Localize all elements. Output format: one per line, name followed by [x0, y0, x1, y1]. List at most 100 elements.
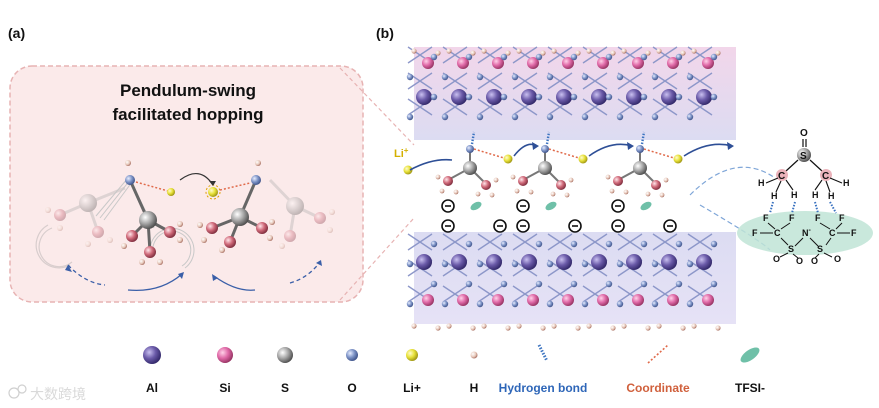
o-atom	[616, 260, 624, 268]
inset-h-3: H	[791, 190, 798, 200]
h-atom	[568, 177, 574, 183]
legend-label-hydrogen-bond: Hydrogen bond	[499, 381, 588, 395]
al-atom	[696, 89, 712, 105]
hop-arrow	[409, 158, 453, 171]
o-atom	[710, 280, 718, 288]
si-atom	[492, 294, 504, 306]
h-atom	[439, 188, 445, 194]
o-atom	[581, 300, 589, 308]
h-atom	[645, 191, 651, 197]
h-atom	[475, 191, 481, 197]
o-atom	[546, 73, 554, 81]
lattice-bond	[687, 98, 713, 116]
al-atom	[696, 254, 712, 270]
h-atom	[470, 325, 476, 331]
c-atom	[613, 176, 623, 186]
h-atom	[446, 323, 452, 329]
tfsi-zoom-curve	[689, 166, 776, 196]
o-atom	[686, 300, 694, 308]
o-atom	[710, 93, 718, 101]
o-atom	[406, 260, 414, 268]
o-atom	[686, 73, 694, 81]
o-atom	[570, 93, 578, 101]
lattice-bond	[477, 233, 503, 251]
inset-o-3: O	[811, 256, 818, 266]
o-atom	[535, 240, 543, 248]
inset-o-4: O	[834, 254, 841, 264]
o-atom	[616, 113, 624, 121]
o-atom	[686, 260, 694, 268]
o-atom	[640, 280, 648, 288]
h-atom	[505, 325, 511, 331]
o-atom	[546, 260, 554, 268]
h-atom	[551, 323, 557, 329]
h-atom	[564, 192, 570, 198]
si-atom	[492, 57, 504, 69]
al-atom	[591, 254, 607, 270]
hydrogen-bond	[545, 131, 551, 145]
si-atom	[527, 294, 539, 306]
o-atom	[430, 53, 438, 61]
h-atom	[610, 50, 616, 56]
h-atom	[586, 323, 592, 329]
lattice-bond	[407, 233, 433, 251]
legend-symbol-tfsi	[740, 347, 760, 363]
o-atom	[640, 240, 648, 248]
o-atom	[710, 53, 718, 61]
inset-f-3: F	[752, 228, 758, 238]
legend-label-si: Si	[219, 381, 230, 395]
h-atom	[510, 174, 516, 180]
h-atom	[481, 48, 487, 54]
inset-o-1: O	[773, 254, 780, 264]
o-atom	[605, 53, 613, 61]
o-atom	[430, 93, 438, 101]
o-atom	[605, 280, 613, 288]
al-atom	[556, 89, 572, 105]
si-atom	[667, 294, 679, 306]
o-atom	[500, 240, 508, 248]
al-atom	[591, 89, 607, 105]
tfsi-ellipse	[640, 201, 652, 211]
o-atom	[675, 240, 683, 248]
inset-cf3-c-right: C	[829, 228, 836, 238]
o-atom	[636, 145, 644, 153]
o-atom	[465, 93, 473, 101]
o-atom	[640, 53, 648, 61]
inset-h-6: H	[843, 178, 850, 188]
inset-f-5: F	[839, 213, 845, 223]
panel-b-label: (b)	[376, 25, 394, 41]
legend-label-coordinate: Coordinate	[626, 381, 690, 395]
h-atom	[623, 189, 629, 195]
o-atom	[570, 280, 578, 288]
o-atom	[500, 93, 508, 101]
interlayer-molecules	[409, 131, 734, 233]
h-atom	[575, 325, 581, 331]
legend-symbol-si	[217, 347, 233, 363]
si-atom	[702, 294, 714, 306]
al-atom	[626, 89, 642, 105]
legend-label-h: H	[470, 381, 479, 395]
h-atom	[489, 192, 495, 198]
hydrogen-bond	[640, 131, 646, 145]
inset-f-6: F	[851, 228, 857, 238]
c-atom	[556, 180, 566, 190]
al-atom	[416, 254, 432, 270]
legend-symbol-hydrogen-bond	[537, 344, 549, 362]
lattice-bond	[687, 233, 713, 251]
s-atom	[538, 161, 552, 175]
o-atom	[511, 300, 519, 308]
o-atom	[511, 260, 519, 268]
h-atom	[656, 48, 662, 54]
h-atom	[411, 323, 417, 329]
coordinate-bond	[473, 148, 505, 159]
h-atom	[621, 48, 627, 54]
o-atom	[581, 113, 589, 121]
o-atom	[441, 260, 449, 268]
panel-b: Li+	[394, 46, 736, 331]
o-atom	[675, 280, 683, 288]
watermark: 大数跨境	[8, 384, 86, 402]
o-atom	[500, 280, 508, 288]
faded-right-molecule	[268, 178, 335, 249]
inset-f-1: F	[763, 213, 769, 223]
